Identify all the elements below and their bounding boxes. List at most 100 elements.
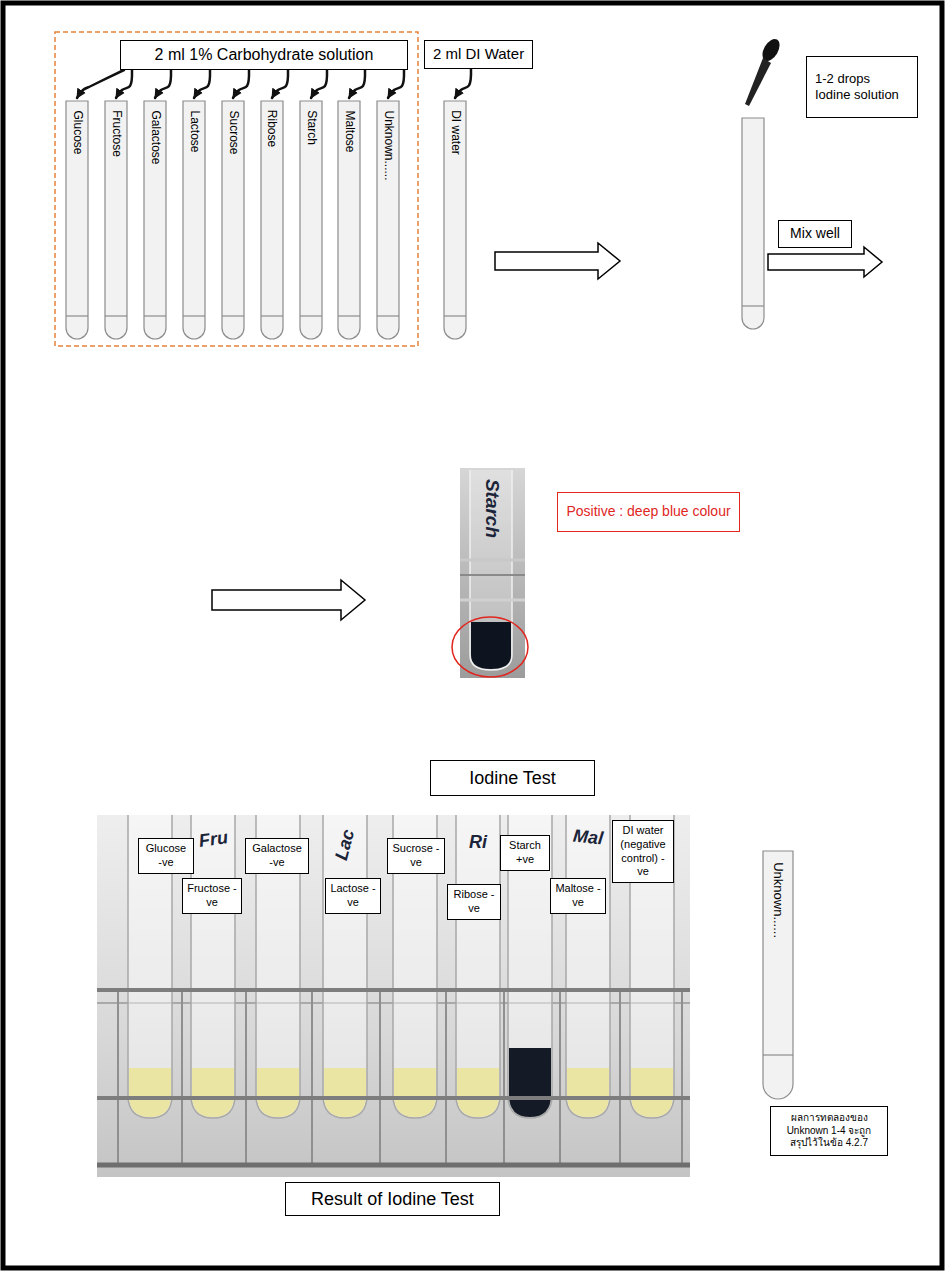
photo-background xyxy=(460,468,525,678)
highlight-circle xyxy=(452,617,528,677)
connector-group xyxy=(77,69,471,98)
test-tube: Galactose xyxy=(143,100,167,340)
curved-arrow xyxy=(233,70,249,98)
liquid xyxy=(394,1068,436,1117)
rack-rod xyxy=(460,599,525,602)
box-text: 2 ml 1% Carbohydrate solution xyxy=(155,45,374,65)
rack-rod xyxy=(460,559,525,562)
rack-rod xyxy=(97,988,690,992)
liquid-level xyxy=(300,315,322,316)
tube-glass xyxy=(261,101,283,339)
rack-rod xyxy=(681,990,683,1165)
liquid xyxy=(324,1068,366,1117)
photo-tube xyxy=(566,815,610,1118)
box-text: Mix well xyxy=(790,225,840,243)
rack-rod xyxy=(460,574,525,576)
rack-rod xyxy=(619,990,621,1165)
curved-arrow xyxy=(116,70,132,98)
box-text: Starch +ve xyxy=(505,839,545,867)
liquid-level xyxy=(66,315,88,316)
result-label: Ribose -ve xyxy=(447,884,501,920)
box-text: Lactose -ve xyxy=(330,882,376,910)
rack-rod xyxy=(181,990,183,1165)
process-arrow xyxy=(212,580,365,620)
dropper-symbol xyxy=(745,36,783,106)
test-tube: Lactose xyxy=(182,100,206,340)
tube-glass xyxy=(300,101,322,339)
process-arrow xyxy=(768,247,882,277)
caption-box: Iodine Test xyxy=(430,760,595,796)
tube-glass xyxy=(377,101,399,339)
test-tube: Unknown...... xyxy=(762,850,794,1100)
tube-glass xyxy=(105,101,127,339)
box-text: Maltose -ve xyxy=(555,882,601,910)
tube-glass xyxy=(444,101,466,339)
liquid xyxy=(457,1068,499,1117)
photo-tubes xyxy=(128,815,674,1118)
curved-arrow xyxy=(77,70,124,98)
rack-rod xyxy=(311,990,313,1165)
dropper-body xyxy=(745,58,771,106)
liquid xyxy=(567,1068,609,1117)
starch-photo xyxy=(460,468,525,678)
tube-label: Glucose xyxy=(70,110,85,154)
liquid-level xyxy=(377,315,399,316)
group-bracket xyxy=(55,32,418,346)
tube-label: DI water xyxy=(448,110,463,155)
tube-label: Lactose xyxy=(187,110,202,152)
pale-yellow-liquids xyxy=(129,1068,673,1117)
tube-label: Fructose xyxy=(109,110,124,157)
tube-label: Maltose xyxy=(342,110,357,152)
rack-rod xyxy=(445,990,447,1165)
outer-frame xyxy=(3,3,942,1268)
box-text: Iodine Test xyxy=(469,767,556,790)
box-text: ผลการทดลองของ Unknown 1-4 จะถูก สรุปไว้ใ… xyxy=(779,1112,879,1150)
instruction-box: 2 ml 1% Carbohydrate solution xyxy=(120,40,408,70)
rack-rod xyxy=(245,990,247,1165)
photo-background xyxy=(97,815,690,1177)
rack-rod xyxy=(97,1096,690,1100)
box-text: Galactose -ve xyxy=(250,842,304,870)
photo-tube xyxy=(191,815,235,1118)
rack-rod xyxy=(503,990,505,1165)
test-tube: Ribose xyxy=(260,100,284,340)
test-tube: DI water xyxy=(443,100,467,340)
box-text: Result of Iodine Test xyxy=(311,1188,474,1211)
box-text: 1-2 drops Iodine solution xyxy=(815,71,903,104)
liquid-level xyxy=(338,315,360,316)
box-text: Positive : deep blue colour xyxy=(566,503,730,521)
liquid xyxy=(192,1068,234,1117)
result-label: Maltose -ve xyxy=(550,878,606,914)
tube-label: Unknown...... xyxy=(381,110,396,180)
test-tube: Starch xyxy=(299,100,323,340)
instruction-box: 2 ml DI Water xyxy=(424,40,533,69)
tube-glass xyxy=(338,101,360,339)
rack-rod xyxy=(379,990,381,1165)
curved-arrow xyxy=(272,70,288,98)
test-tube-symbol xyxy=(742,118,764,329)
rack-rod xyxy=(117,990,119,1165)
box-text: Glucose -ve xyxy=(143,842,189,870)
process-arrow xyxy=(495,243,620,279)
handwritten-label: Starch xyxy=(481,478,502,537)
rack-rod xyxy=(97,1163,690,1168)
test-tube: Fructose xyxy=(104,100,128,340)
liquid xyxy=(257,1068,299,1117)
tube-glass xyxy=(183,101,205,339)
result-label: Starch +ve xyxy=(500,835,550,871)
box-text: Fructose -ve xyxy=(187,882,237,910)
box-text: Sucrose -ve xyxy=(392,842,440,870)
tube-label: Sucrose xyxy=(226,110,241,154)
tube-label: Ribose xyxy=(265,110,280,147)
tube-glass xyxy=(763,851,793,1099)
curved-arrow xyxy=(349,70,365,98)
tube-label: Unknown...... xyxy=(770,862,786,938)
rack-front xyxy=(118,990,682,1165)
liquid xyxy=(129,1068,171,1117)
tube-glass xyxy=(66,101,88,339)
curved-arrow xyxy=(388,70,404,98)
photo-tube xyxy=(470,470,512,670)
note-box: ผลการทดลองของ Unknown 1-4 จะถูก สรุปไว้ใ… xyxy=(770,1106,888,1156)
liquid-level xyxy=(222,315,244,316)
